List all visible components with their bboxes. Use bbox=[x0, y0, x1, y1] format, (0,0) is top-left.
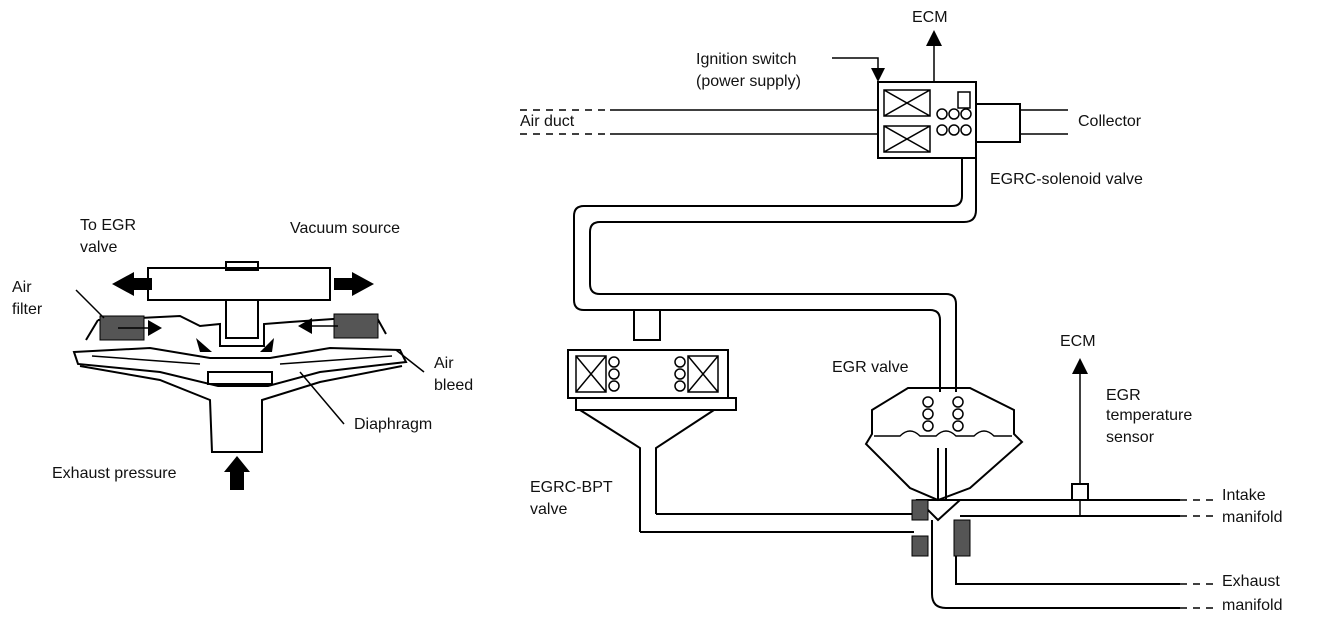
label-air-filter-2: filter bbox=[12, 301, 43, 318]
label-egr-temp-sensor-2: temperature bbox=[1106, 407, 1193, 424]
label-diaphragm: Diaphragm bbox=[354, 416, 433, 433]
label-egr-temp-sensor-1: EGR bbox=[1106, 387, 1141, 404]
label-to-egr-valve-1: To EGR bbox=[80, 217, 137, 234]
label-ignition-switch-2: (power supply) bbox=[696, 73, 801, 90]
arrow-vacuum-source bbox=[334, 272, 374, 296]
egr-control-system bbox=[520, 30, 1216, 609]
egrc-bpt-valve bbox=[567, 349, 729, 399]
label-egrc-bpt-valve-1: EGRC-BPT bbox=[530, 479, 613, 496]
egr-temperature-sensor bbox=[1071, 483, 1089, 501]
label-exhaust-pressure: Exhaust pressure bbox=[52, 465, 177, 482]
arrow-to-egr-valve bbox=[112, 272, 152, 296]
label-collector: Collector bbox=[1078, 113, 1142, 130]
label-egr-valve: EGR valve bbox=[832, 359, 909, 376]
arrow-exhaust-pressure bbox=[224, 456, 250, 490]
label-egrc-bpt-valve-2: valve bbox=[530, 501, 568, 518]
label-to-egr-valve-2: valve bbox=[80, 239, 118, 256]
label-intake-manifold-2: manifold bbox=[1222, 509, 1283, 526]
bpt-valve-cross-section bbox=[72, 261, 425, 490]
egr-valve bbox=[864, 387, 1024, 502]
label-air-bleed-2: bleed bbox=[434, 377, 474, 394]
label-egrc-solenoid-valve: EGRC-solenoid valve bbox=[990, 171, 1143, 188]
label-ecm-right: ECM bbox=[1060, 333, 1096, 350]
label-exhaust-manifold-1: Exhaust bbox=[1222, 573, 1280, 590]
label-air-filter-1: Air bbox=[12, 279, 32, 296]
label-air-duct: Air duct bbox=[520, 113, 575, 130]
label-exhaust-manifold-2: manifold bbox=[1222, 597, 1283, 614]
label-ecm-top: ECM bbox=[912, 9, 948, 26]
label-egr-temp-sensor-3: sensor bbox=[1106, 429, 1155, 446]
egrc-solenoid-valve bbox=[877, 81, 977, 159]
label-ignition-switch-1: Ignition switch bbox=[696, 51, 797, 68]
label-intake-manifold-1: Intake bbox=[1222, 487, 1266, 504]
air-filter-block-right bbox=[333, 313, 379, 339]
label-vacuum-source: Vacuum source bbox=[290, 220, 400, 237]
label-air-bleed-1: Air bbox=[434, 355, 454, 372]
